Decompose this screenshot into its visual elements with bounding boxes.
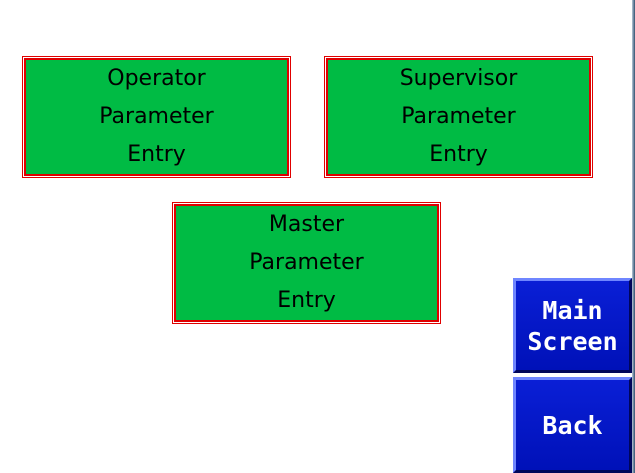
main-screen-button[interactable]: Main Screen bbox=[513, 278, 632, 373]
supervisor-label-line1: Supervisor bbox=[399, 66, 518, 91]
back-button[interactable]: Back bbox=[513, 377, 632, 473]
master-label-line2: Parameter bbox=[249, 250, 364, 275]
operator-label-line3: Entry bbox=[127, 142, 186, 167]
back-label: Back bbox=[542, 410, 603, 440]
main-screen-label-line2: Screen bbox=[527, 326, 618, 356]
operator-label-line2: Parameter bbox=[99, 104, 214, 129]
supervisor-label-line2: Parameter bbox=[401, 104, 516, 129]
supervisor-label-line3: Entry bbox=[429, 142, 488, 167]
master-label-line3: Entry bbox=[277, 288, 336, 313]
main-screen-label-line1: Main bbox=[542, 295, 603, 325]
operator-label-line1: Operator bbox=[107, 66, 206, 91]
master-parameter-entry-button[interactable]: Master Parameter Entry bbox=[174, 204, 439, 322]
window-edge bbox=[632, 0, 635, 473]
operator-parameter-entry-button[interactable]: Operator Parameter Entry bbox=[24, 58, 289, 176]
master-label-line1: Master bbox=[268, 212, 345, 237]
supervisor-parameter-entry-button[interactable]: Supervisor Parameter Entry bbox=[326, 58, 591, 176]
